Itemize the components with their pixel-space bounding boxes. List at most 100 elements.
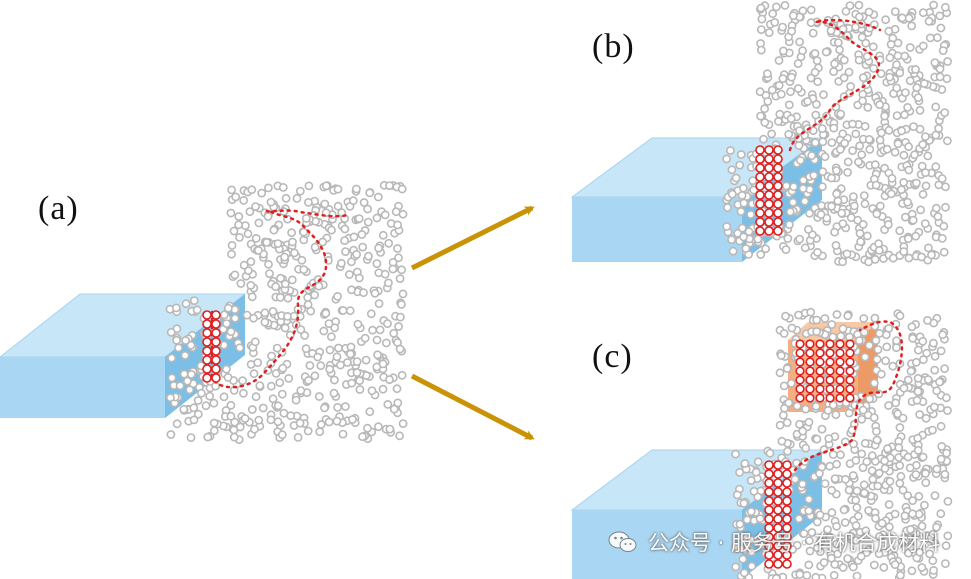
water-molecule [785,220,794,229]
water-molecule [273,401,283,411]
water-molecule [930,491,940,500]
water-molecule [230,270,240,280]
water-molecule [226,208,236,218]
water-molecule [940,469,950,479]
water-molecule [370,288,380,298]
water-molecule [867,451,877,461]
water-molecule [223,303,233,313]
water-molecule [385,375,394,384]
water-molecule [284,373,294,383]
water-molecule [732,490,742,500]
water-molecule [340,236,349,245]
water-molecule [875,532,884,541]
water-molecule [229,432,239,442]
water-molecule [253,358,263,367]
water-molecule [884,26,894,36]
water-molecule [277,430,287,440]
chain-segment [835,375,845,385]
water-molecule [781,181,791,191]
water-molecule [904,165,914,175]
water-molecule [939,247,949,257]
water-molecule [783,446,792,456]
water-molecule [929,0,938,10]
water-molecule [367,386,377,396]
water-molecule [864,7,874,17]
chain-segment [755,208,765,218]
water-molecule [855,141,864,151]
water-molecule [229,226,239,236]
water-molecule [324,417,334,427]
chain-segment [795,384,805,394]
chain-segment [815,357,825,367]
water-molecule [874,468,884,478]
water-molecule [807,528,817,537]
water-molecule [899,177,909,187]
water-molecule [832,189,841,199]
water-molecule [230,313,240,323]
water-molecule [260,308,270,318]
water-molecule [756,111,765,121]
water-molecule [875,328,884,338]
water-molecule [825,532,834,542]
water-molecule [167,353,177,363]
water-molecule [777,436,787,446]
water-molecule [813,543,822,553]
water-molecule [892,83,902,93]
water-molecule [943,406,952,415]
chain-segment [782,514,792,524]
water-molecule [770,17,780,27]
chain-segment [782,496,792,506]
water-molecule [787,72,796,82]
water-molecule [877,518,887,528]
water-molecule [263,212,273,221]
water-molecule [333,291,342,301]
water-molecule [787,323,797,333]
water-molecule [756,45,766,55]
water-molecule [227,185,236,195]
water-molecule [869,378,879,388]
water-molecule [372,213,382,223]
water-molecule [827,508,837,518]
water-molecule [838,257,847,267]
water-molecule [873,345,883,354]
water-molecule [209,418,219,428]
water-molecule [393,220,402,230]
chain-segment [202,346,212,356]
water-molecule [917,563,927,572]
water-molecule [853,511,863,521]
water-molecule [313,352,323,362]
water-molecule [278,182,288,192]
water-molecule [166,430,176,439]
water-molecule [333,402,342,412]
water-molecule [219,310,229,320]
water-molecule [900,110,909,120]
chain-segment [764,496,774,506]
water-molecule [917,521,927,531]
water-molecule [931,102,941,112]
water-molecule [243,229,253,239]
water-molecule [923,315,932,325]
water-molecule [857,32,867,42]
water-molecule [265,269,274,278]
water-molecule [890,7,900,16]
water-molecule [186,433,196,442]
water-molecule [921,181,931,191]
water-molecule [929,402,939,412]
chain-segment [815,366,825,376]
water-molecule [760,104,769,114]
water-molecule [219,392,229,402]
water-molecule [345,306,355,316]
water-molecule [181,336,190,345]
water-molecule [266,381,276,391]
water-molecule [941,559,950,568]
water-molecule [862,457,872,467]
water-molecule [941,541,951,551]
water-molecule [385,424,395,434]
water-molecule [297,255,307,265]
water-molecule [804,224,813,234]
water-molecule [870,254,880,264]
water-molecule [911,231,921,241]
water-molecule [792,401,802,411]
water-molecule [936,509,946,519]
chain-segment [825,339,835,349]
